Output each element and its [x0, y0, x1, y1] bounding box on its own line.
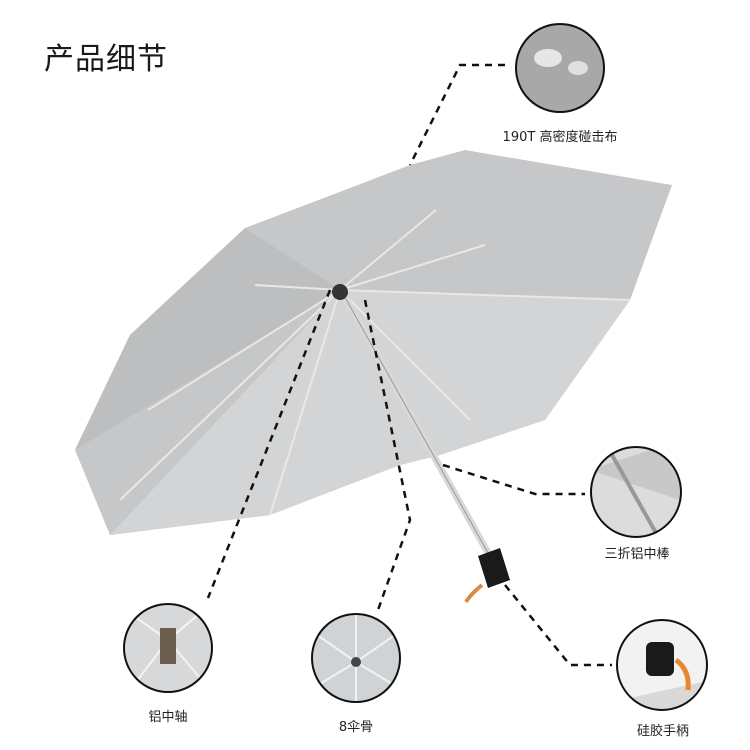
- handle: [478, 548, 510, 588]
- handle-strap: [464, 583, 484, 604]
- label-handle: 硅胶手柄: [636, 724, 690, 739]
- page-title: 产品细节: [44, 42, 168, 77]
- detail-circle-center-axis: [123, 603, 213, 693]
- detail-circle-shaft: [590, 446, 682, 538]
- center-hub: [332, 284, 348, 300]
- leader-lines: [206, 63, 612, 667]
- label-fabric: 190T 高密度碰击布: [502, 130, 618, 145]
- detail-circle-ribs: [311, 613, 401, 703]
- label-ribs: 8伞骨: [338, 720, 374, 735]
- label-shaft: 三折铝中棒: [604, 547, 670, 562]
- detail-circle-fabric: [515, 23, 605, 113]
- label-center-axis: 铝中轴: [148, 710, 188, 725]
- detail-circle-handle: [616, 619, 708, 711]
